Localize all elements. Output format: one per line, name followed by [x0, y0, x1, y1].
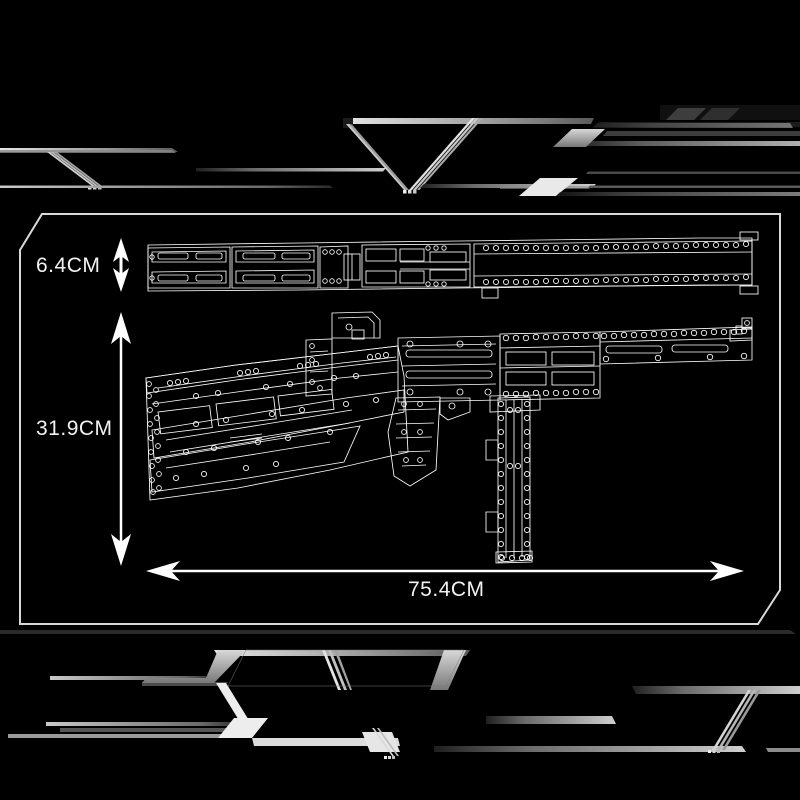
banner-bottom-right-rules — [434, 686, 800, 753]
banner-top-chevron — [343, 118, 596, 194]
dimension-label-width-overall: 75.4CM — [408, 578, 485, 601]
tech-banner-top — [0, 105, 800, 196]
banner-top-right-blades — [519, 105, 800, 196]
tech-banner-bottom — [0, 630, 800, 759]
dimension-label-height-top: 6.4CM — [36, 254, 101, 277]
dimension-label-height-main: 31.9CM — [36, 417, 113, 440]
banner-bottom-chevron-lower — [216, 683, 400, 759]
banner-bottom-top-rule — [0, 630, 796, 634]
arrow-height-top — [113, 238, 129, 292]
banner-bottom-chevron-upper — [142, 649, 470, 690]
arrow-height-main — [111, 312, 131, 566]
frame-outline — [19, 213, 781, 625]
banner-top-mid-rule — [196, 168, 386, 172]
banner-top-left-bar — [0, 148, 333, 190]
banner-bottom-left-rules — [8, 676, 240, 738]
